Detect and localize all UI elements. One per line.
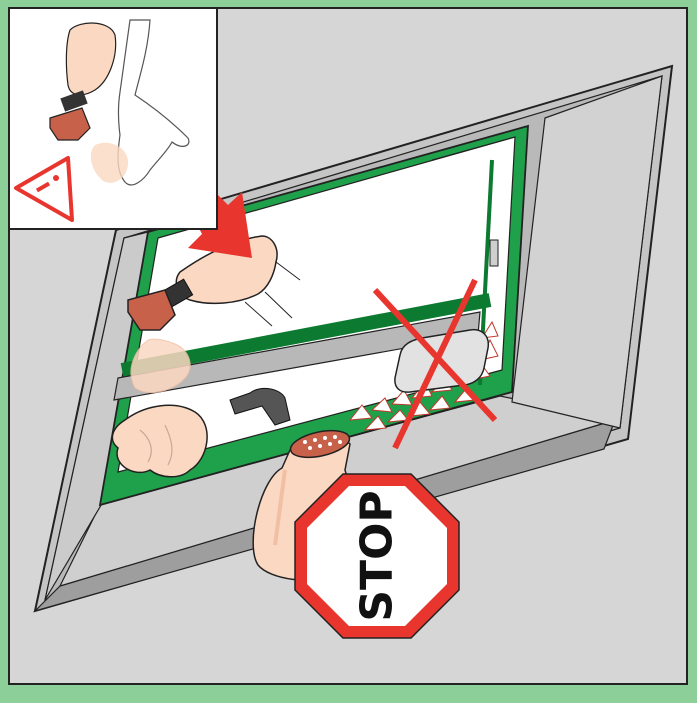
window-catch [490, 240, 498, 266]
stop-sign-icon: STOP [295, 474, 459, 638]
stop-sign-text: STOP [352, 490, 403, 621]
inset-panel [9, 8, 217, 229]
